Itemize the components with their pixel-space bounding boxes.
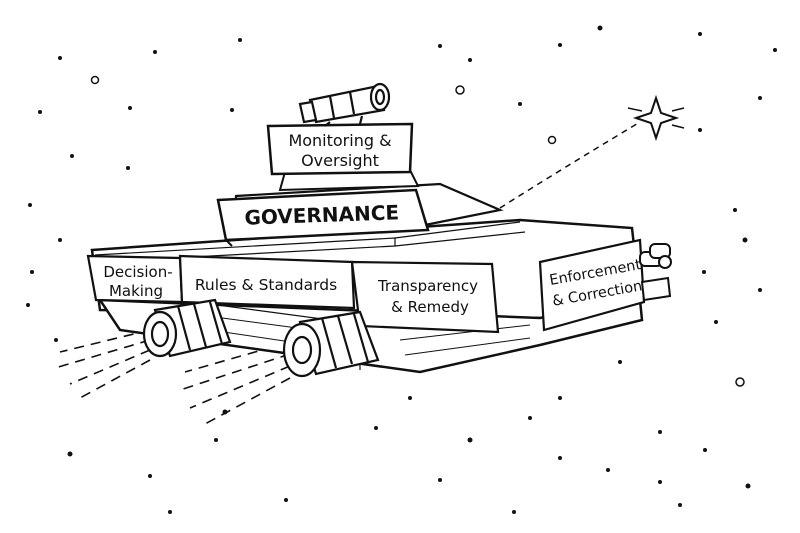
side-cannon-icon [639,243,672,302]
star-dot [773,48,777,52]
star-dot [597,25,603,31]
star-dot [284,498,288,502]
governance-banner: GOVERNANCE [216,188,430,247]
star-dot [658,430,662,434]
star-dot [467,437,473,443]
star-dot [70,154,74,158]
star-dot [698,32,702,36]
star-dot [758,96,762,100]
star-dot [678,503,682,507]
star-dot [438,44,442,48]
transparency-line2: & Remedy [391,298,469,316]
star-dot [408,396,412,400]
star-dot [128,106,132,110]
star-dot [30,270,34,274]
star-dot [455,85,465,95]
star-dot [168,510,172,514]
telescope-icon [298,82,391,127]
star-dot [698,128,702,132]
star-dot [512,510,516,514]
rules-label: Rules & Standards [195,276,337,294]
star-dot [735,377,745,387]
star-dot [58,56,62,60]
star-dot [714,320,718,324]
star-dot [468,58,472,62]
star-dot [618,360,622,364]
turret-line1: Monitoring & [288,131,391,150]
star-dot [126,166,130,170]
star-dot [558,396,562,400]
sight-line [499,121,641,209]
star-icon [627,94,685,142]
star-dot [547,135,557,145]
module-transparency-remedy: Transparency & Remedy [350,260,500,334]
monitoring-turret: Monitoring & Oversight [266,122,414,176]
engine-thruster-icon [142,298,232,358]
star-dot [214,438,218,442]
star-dot [528,416,532,420]
star-dot [518,102,522,106]
module-decision-making: Decision- Making [86,254,184,304]
star-dot [230,108,234,112]
star-dot [438,478,442,482]
star-dot [54,338,58,342]
star-dot [745,483,751,489]
star-dot [703,448,707,452]
star-dot [558,456,562,460]
star-dot [702,270,706,274]
star-dot [26,303,30,307]
star-dot [58,238,62,242]
star-dot [374,426,378,430]
transparency-line1: Transparency [377,277,478,295]
star-dot [67,451,73,457]
star-dot [28,203,32,207]
module-enforcement-correction: Enforcement & Correction [538,238,646,332]
star-dot [90,75,100,85]
star-dot [238,38,242,42]
decision-line1: Decision- [103,263,172,281]
star-dot [733,208,737,212]
star-dot [558,43,562,47]
star-dot [606,468,610,472]
star-dot [38,110,42,114]
star-dot [153,50,157,54]
star-dot [742,237,748,243]
star-dot [658,480,662,484]
turret-line2: Oversight [301,151,379,170]
module-rules-standards: Rules & Standards [178,254,356,310]
decision-line2: Making [109,282,163,300]
starfield [26,25,777,514]
governance-title: GOVERNANCE [244,200,399,229]
star-dot [758,288,762,292]
engine-thruster-icon-2 [282,310,380,378]
star-dot [148,474,152,478]
